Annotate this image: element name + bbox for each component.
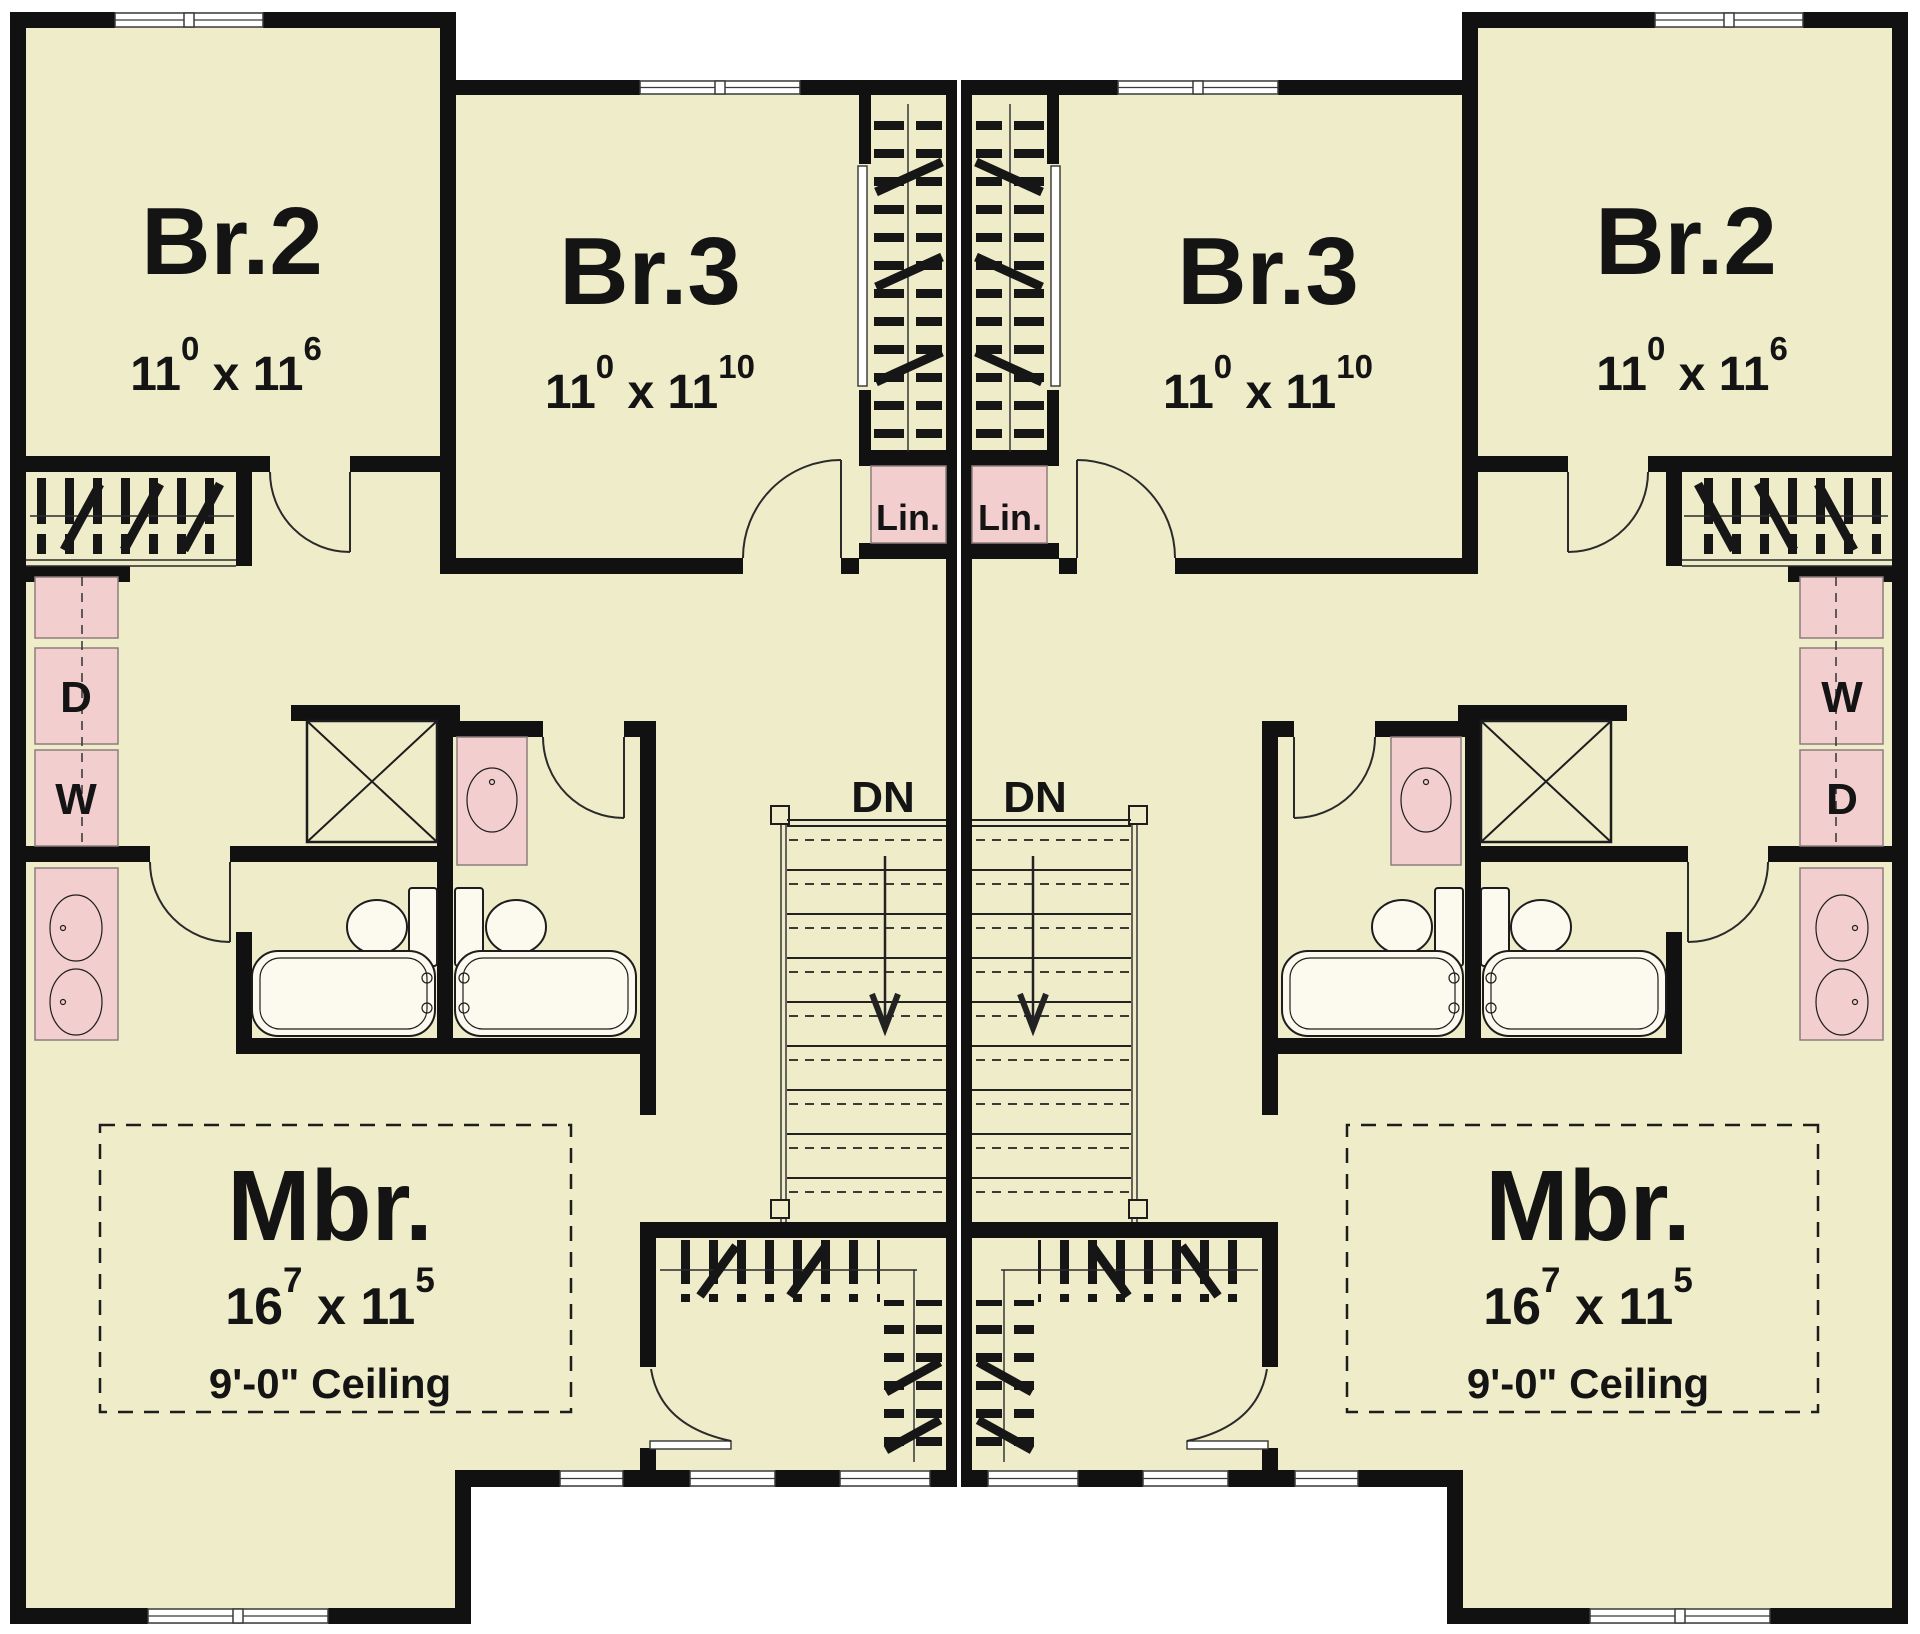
newel-post [770, 1199, 790, 1219]
door-arc [542, 736, 625, 819]
window [639, 80, 801, 95]
door-arc [649, 1368, 732, 1450]
walk-in-closet [660, 1240, 943, 1462]
doors [149, 459, 842, 1450]
room-label-mbr-left: Mbr. [227, 1150, 433, 1262]
ceiling-label-left: 9'-0" Ceiling [209, 1360, 451, 1407]
closet-door-slab [857, 165, 868, 387]
washer-label-right: W [1821, 673, 1863, 722]
linen-xbox [305, 719, 439, 844]
room-dim-br2-right: 110 x 116 [1596, 330, 1788, 401]
hall-bath-vanity [456, 736, 528, 866]
unit-left [10, 12, 960, 1624]
window [559, 1470, 624, 1487]
linen-label-right: Lin. [978, 497, 1042, 538]
walls [10, 12, 960, 1624]
room-label-br2-right: Br.2 [1595, 188, 1776, 295]
party-wall [946, 80, 957, 1487]
door-arc [149, 861, 231, 943]
linen-box [870, 465, 947, 544]
room-label-br3-right: Br.3 [1177, 218, 1358, 325]
washer-label-left: W [55, 775, 97, 824]
down-arrow [869, 856, 901, 1037]
ceiling-dashed-outline [98, 1123, 573, 1414]
ceiling-label-right: 9'-0" Ceiling [1467, 1360, 1709, 1407]
window [689, 1470, 776, 1487]
window [839, 1470, 931, 1487]
newel-post [770, 805, 790, 825]
windows [114, 12, 931, 1624]
bathtub [454, 950, 637, 1037]
stairs [770, 805, 946, 1222]
room-label-br3-left: Br.3 [559, 218, 740, 325]
door-arc [269, 471, 351, 553]
stairs-label-left: DN [851, 773, 915, 822]
master-vanity [34, 867, 119, 1041]
room-dim-mbr-left: 167 x 115 [225, 1261, 435, 1336]
dryer-box [34, 647, 119, 745]
laundry-cabinet [34, 576, 119, 639]
door-arc [742, 459, 842, 559]
room-dim-br3-left: 110 x 1110 [545, 348, 755, 419]
washer-box [34, 749, 119, 847]
window [114, 12, 264, 28]
window [147, 1608, 329, 1624]
room-label-mbr-right: Mbr. [1485, 1150, 1691, 1262]
room-label-br2-left: Br.2 [141, 188, 322, 295]
room-dim-br2-left: 110 x 116 [130, 330, 322, 401]
toilet [346, 887, 438, 967]
hall-closet [857, 104, 944, 452]
stairs-label-right: DN [1003, 773, 1067, 822]
dryer-label-right: D [1826, 775, 1858, 824]
br2-closet [26, 478, 236, 567]
dryer-label-left: D [60, 673, 92, 722]
bathtub [251, 950, 436, 1037]
room-dim-br3-right: 110 x 1110 [1163, 348, 1373, 419]
room-dim-mbr-right: 167 x 115 [1483, 1261, 1693, 1336]
linen-label-left: Lin. [876, 497, 940, 538]
